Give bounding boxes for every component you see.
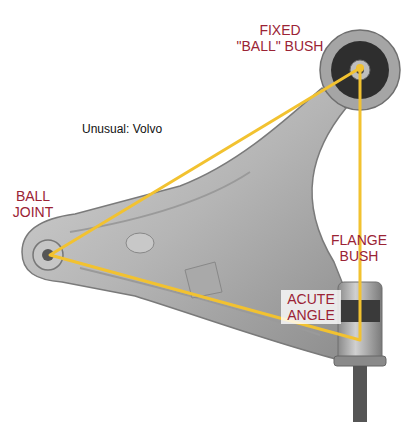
part-label: FLANGE BUSH (326, 232, 392, 264)
geometry-triangle (50, 68, 360, 340)
part-label: FIXED "BALL" BUSH (236, 22, 324, 54)
part-label: Unusual: Volvo (82, 121, 192, 137)
arm-rib (70, 172, 250, 232)
ball-joint-eye (33, 240, 63, 270)
bush-stud (353, 366, 367, 422)
arm-body (22, 88, 346, 360)
triangle-vertex (356, 64, 364, 72)
part-label: BALL JOINT (6, 188, 60, 220)
part-label: ACUTE ANGLE (281, 290, 341, 324)
arm-boss (126, 233, 154, 253)
bush-flange (334, 356, 386, 366)
